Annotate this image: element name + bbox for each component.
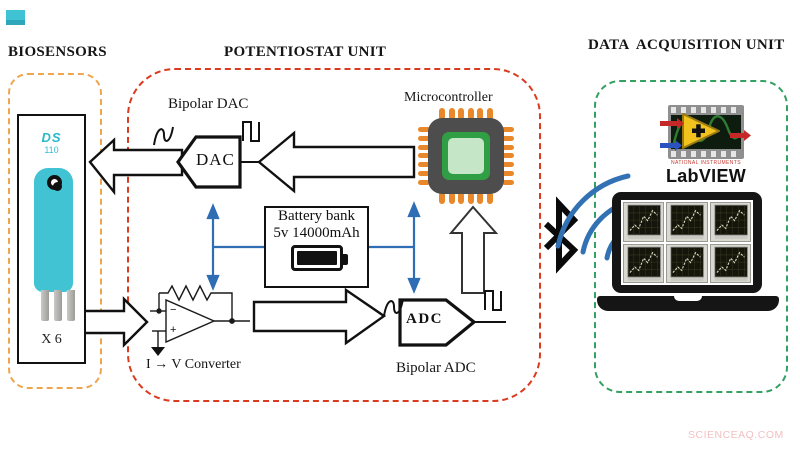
biosensor-count-label: X 6 <box>41 332 62 347</box>
chip-pin <box>502 135 514 141</box>
opamp-minus-sign: − <box>170 304 177 316</box>
chip-pin <box>458 192 465 204</box>
dac-block-label: DAC <box>196 150 235 169</box>
laptop-icon <box>612 192 762 293</box>
chip-pin <box>502 171 514 177</box>
biosensor-pin <box>54 290 62 321</box>
dac-to-biosensor-arrow <box>88 137 184 196</box>
oscilloscope-chart-panel <box>666 202 708 242</box>
potentiostat-section-border <box>127 68 541 402</box>
bipolar-adc-caption: Bipolar ADC <box>396 360 476 376</box>
biosensor-brand: DS <box>41 130 62 145</box>
ground-icon <box>151 347 165 356</box>
power-line-left <box>206 203 264 291</box>
dac-block <box>176 135 242 189</box>
sine-wave-icon <box>153 126 174 146</box>
chip-pin <box>467 192 474 204</box>
chip-pin <box>502 162 514 168</box>
power-line-right <box>369 201 421 294</box>
data-acquisition-section-border <box>594 80 788 393</box>
chip-pin <box>439 108 445 120</box>
watermark-label: SCIENCEAQ.COM <box>688 429 784 441</box>
adc-block <box>398 298 477 347</box>
micro-to-dac-arrow <box>257 130 416 194</box>
chip-pin <box>448 108 455 120</box>
oscilloscope-chart-panel <box>623 202 665 242</box>
chip-pin <box>502 144 514 150</box>
chip-pin <box>486 192 493 204</box>
chip-pin <box>458 108 465 120</box>
microcontroller-caption: Microcontroller <box>404 90 493 105</box>
pulse-wave-icon <box>484 290 502 311</box>
iv-converter-caption: I → V Converter <box>146 357 241 372</box>
biosensors-section-title: BIOSENSORS <box>8 44 107 60</box>
oscilloscope-chart-panel <box>709 243 751 283</box>
data-acquisition-section-title: DATA ACQUISITION UNIT <box>588 37 785 53</box>
adc-block-label: ADC <box>406 311 443 327</box>
battery-bank-box: Battery bank 5v 14000mAh <box>264 206 369 288</box>
chip-pin <box>477 108 484 120</box>
chip-pin <box>418 135 430 141</box>
chip-pin <box>418 171 430 177</box>
battery-label-line1: Battery bank <box>277 208 356 224</box>
chip-pin <box>477 192 484 204</box>
oscilloscope-chart-panel <box>623 243 665 283</box>
sine-wave-icon <box>383 298 404 317</box>
chip-pin <box>467 108 474 120</box>
chip-pin <box>418 127 430 132</box>
corner-logo-mark <box>6 10 25 25</box>
chip-pin <box>418 144 430 150</box>
chip-pin <box>502 153 514 159</box>
chip-pin <box>418 179 430 185</box>
chip-pin <box>448 192 455 204</box>
laptop-screen-grid <box>621 200 753 285</box>
labview-product-label: LabVIEW <box>665 166 747 186</box>
sensor-eye-icon <box>47 175 62 191</box>
oscilloscope-chart-panel <box>666 243 708 283</box>
potentiostat-section-title: POTENTIOSTAT UNIT <box>224 44 387 60</box>
biosensor-to-iv-arrow <box>82 296 149 348</box>
pulse-wave-icon <box>242 121 260 142</box>
chip-core <box>448 138 484 174</box>
chip-pin <box>502 127 514 132</box>
biosensor-device-icon: DS 110 X 6 <box>17 114 86 364</box>
labview-vendor-label: NATIONAL INSTRUMENTS <box>671 160 741 166</box>
opamp-plus-sign: + <box>170 324 177 336</box>
biosensor-model: 110 <box>44 145 59 155</box>
labview-triangle-icon <box>682 113 720 149</box>
biosensors-section-border <box>8 73 102 389</box>
chip-pin <box>439 192 445 204</box>
chip-pin <box>418 162 430 168</box>
bipolar-dac-caption: Bipolar DAC <box>168 96 249 112</box>
battery-label-line2: 5v 14000mAh <box>273 224 360 241</box>
battery-icon <box>290 244 348 271</box>
adc-to-micro-arrow <box>448 205 499 294</box>
labview-arrows-icon <box>660 118 751 151</box>
microcontroller-chip-icon <box>418 108 514 204</box>
iv-to-adc-arrow <box>252 287 387 346</box>
chip-pin <box>418 153 430 159</box>
biosensor-pin <box>41 290 49 321</box>
chip-pin <box>486 108 493 120</box>
laptop-base <box>597 296 779 311</box>
opamp-icon <box>150 284 250 347</box>
biosensor-pin <box>67 290 75 321</box>
chip-pin <box>502 179 514 185</box>
labview-logo-icon: NATIONAL INSTRUMENTS LabVIEW <box>658 103 754 191</box>
oscilloscope-chart-panel <box>709 202 751 242</box>
biosensor-probe-body <box>34 168 73 292</box>
